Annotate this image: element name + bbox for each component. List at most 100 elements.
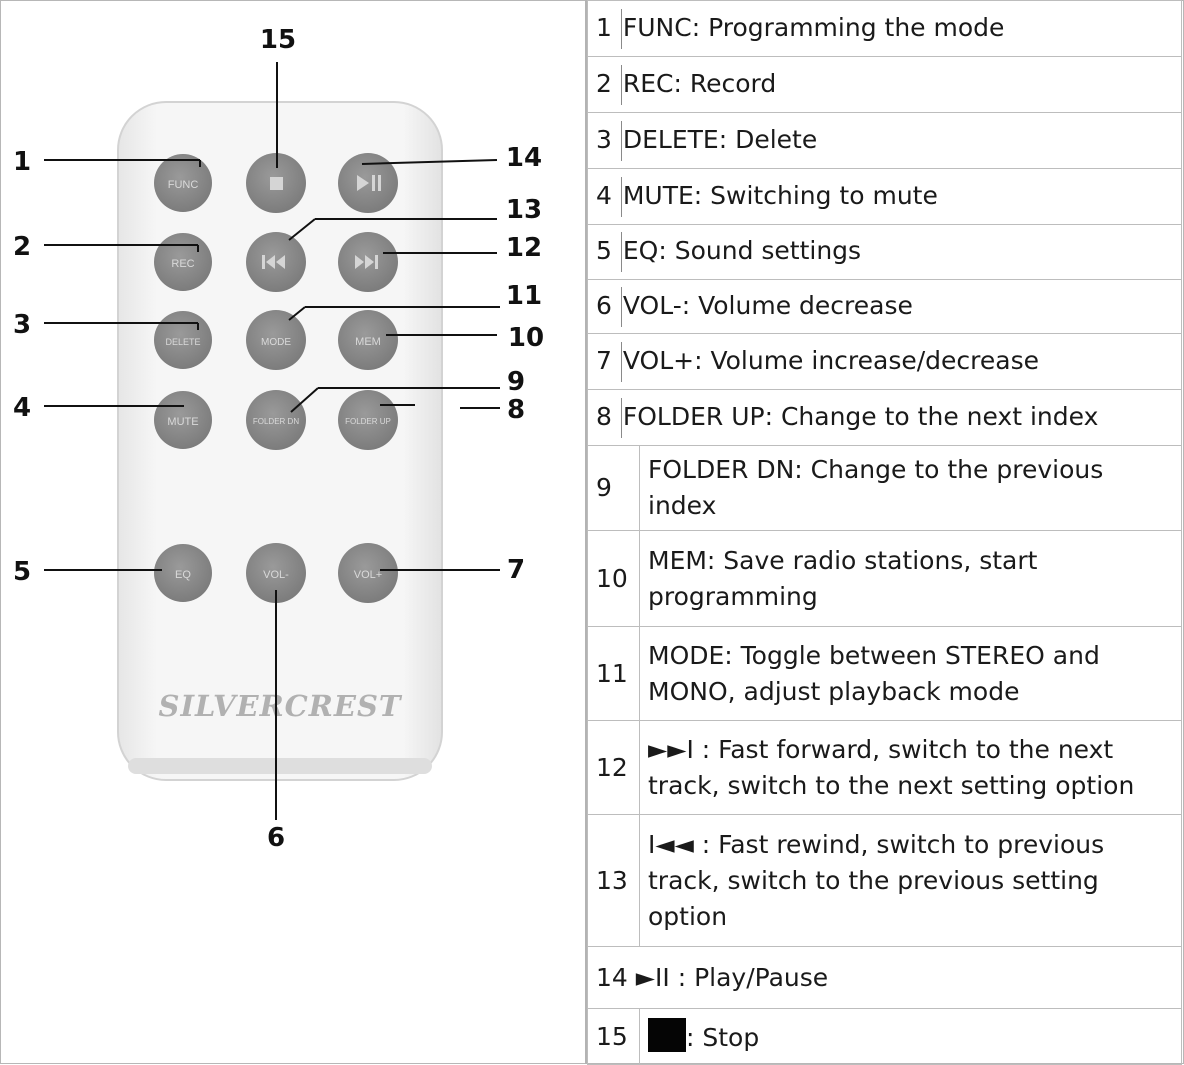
legend-number: 1 xyxy=(596,12,612,42)
legend-number: 13 xyxy=(587,814,640,947)
mem-button-label: MEM xyxy=(355,336,381,348)
previous-track-icon xyxy=(262,255,285,269)
callout-4: 4 xyxy=(13,393,31,423)
legend-row: 4 MUTE: Switching to mute xyxy=(587,168,1182,225)
legend-text: : Switching to mute xyxy=(693,180,938,210)
legend-number: 3 xyxy=(596,124,612,154)
legend-row: 15 : Stop xyxy=(587,1008,1182,1065)
legend-number: 15 xyxy=(587,1008,640,1065)
legend-row: 7 VOL+: Volume increase/decrease xyxy=(587,333,1182,390)
column-marker xyxy=(620,341,622,382)
legend-key: MUTE xyxy=(622,180,694,210)
legend-text: MODE: Toggle between STEREO and MONO, ad… xyxy=(639,626,1182,721)
play-pause-button[interactable] xyxy=(338,153,398,213)
legend-number: 4 xyxy=(596,180,612,210)
callout-5: 5 xyxy=(13,557,31,587)
previous-track-button[interactable] xyxy=(246,232,306,292)
legend-number: 5 xyxy=(596,236,612,265)
legend-row: 5 EQ: Sound settings xyxy=(587,224,1182,280)
remote-diagram: FUNC REC DELETE MODE xyxy=(0,0,585,1064)
callout-11: 11 xyxy=(506,281,542,311)
legend-text: I◄◄ : Fast rewind, switch to previous tr… xyxy=(639,814,1182,947)
leader-9a xyxy=(290,387,319,413)
legend-text: : Delete xyxy=(718,124,818,154)
column-divider xyxy=(585,0,588,1064)
button-legend-table: 1 FUNC: Programming the mode 2 REC: Reco… xyxy=(587,0,1182,1065)
remote-bottom-edge xyxy=(128,758,432,774)
folder-dn-button[interactable]: FOLDER DN xyxy=(246,390,306,450)
legend-row: 6 VOL-: Volume decrease xyxy=(587,279,1182,334)
callout-8: 8 xyxy=(507,395,525,425)
delete-button[interactable]: DELETE xyxy=(154,311,212,369)
legend-row: 13 I◄◄ : Fast rewind, switch to previous… xyxy=(587,814,1182,947)
legend-key: EQ xyxy=(622,236,659,265)
legend-key: ►II xyxy=(635,962,670,992)
callout-6: 6 xyxy=(267,823,285,853)
mode-button[interactable]: MODE xyxy=(246,310,306,370)
mute-button[interactable]: MUTE xyxy=(154,391,212,449)
callout-1: 1 xyxy=(13,147,31,177)
legend-text: : Programming the mode xyxy=(691,12,1005,42)
next-track-icon xyxy=(355,255,378,269)
legend-number: 11 xyxy=(587,626,640,721)
stop-icon xyxy=(270,177,283,190)
legend-row: 9 FOLDER DN: Change to the previous inde… xyxy=(587,445,1182,531)
silvercrest-logo: SILVERCREST xyxy=(159,689,403,723)
legend-row: 1 FUNC: Programming the mode xyxy=(587,0,1182,57)
eq-button[interactable]: EQ xyxy=(154,544,212,602)
callout-13: 13 xyxy=(506,195,542,225)
legend-cell: 5 EQ: Sound settings xyxy=(587,224,1182,280)
mem-button[interactable]: MEM xyxy=(338,310,398,370)
legend-key: VOL+ xyxy=(622,345,695,375)
callout-12: 12 xyxy=(506,233,542,263)
column-marker xyxy=(620,120,622,161)
mode-button-label: MODE xyxy=(261,337,291,348)
rec-button-label: REC xyxy=(171,258,194,270)
next-track-button[interactable] xyxy=(338,232,398,292)
legend-cell: 3 DELETE: Delete xyxy=(587,112,1182,169)
callout-10: 10 xyxy=(508,323,544,353)
remote-illustration: FUNC REC DELETE MODE xyxy=(13,25,544,853)
legend-key: DELETE xyxy=(622,124,719,154)
legend-key: FOLDER UP xyxy=(622,401,765,431)
column-marker xyxy=(620,286,622,327)
legend-number: 10 xyxy=(587,530,640,627)
callout-15: 15 xyxy=(260,25,296,55)
legend-row: 12 ►►I : Fast forward, switch to the nex… xyxy=(587,720,1182,815)
legend-cell: 2 REC: Record xyxy=(587,56,1182,113)
leader-13a xyxy=(288,218,316,241)
legend-key: VOL- xyxy=(622,290,682,320)
legend-number: 7 xyxy=(596,345,612,375)
legend-number: 9 xyxy=(587,445,640,531)
callout-9: 9 xyxy=(507,367,525,397)
legend-number: 12 xyxy=(587,720,640,815)
func-button-label: FUNC xyxy=(168,179,199,191)
eq-button-label: EQ xyxy=(175,569,191,581)
legend-text: FOLDER DN: Change to the previous index xyxy=(639,445,1182,531)
legend-key: REC xyxy=(622,68,674,98)
legend-cell: 6 VOL-: Volume decrease xyxy=(587,279,1182,334)
legend-number: 8 xyxy=(596,401,612,431)
legend-cell: 8 FOLDER UP: Change to the next index xyxy=(587,389,1182,446)
legend-text: : Play/Pause xyxy=(677,962,829,992)
folder-up-button[interactable]: FOLDER UP xyxy=(338,390,398,450)
legend-text: ►►I : Fast forward, switch to the next t… xyxy=(639,720,1182,815)
legend-cell: : Stop xyxy=(639,1008,1182,1065)
callout-3: 3 xyxy=(13,310,31,340)
legend-cell: 4 MUTE: Switching to mute xyxy=(587,168,1182,225)
legend-key: FUNC xyxy=(622,12,692,42)
stop-button[interactable] xyxy=(246,153,306,213)
column-marker xyxy=(620,176,622,217)
legend-cell: 7 VOL+: Volume increase/decrease xyxy=(587,333,1182,390)
legend-cell: 14 ►II : Play/Pause xyxy=(587,946,1182,1009)
func-button[interactable]: FUNC xyxy=(154,154,212,212)
rec-button[interactable]: REC xyxy=(154,233,212,291)
legend-cell: 1 FUNC: Programming the mode xyxy=(587,0,1182,57)
vol-minus-button[interactable]: VOL- xyxy=(246,543,306,603)
vol-plus-button[interactable]: VOL+ xyxy=(338,543,398,603)
legend-text: MEM: Save radio stations, start programm… xyxy=(639,530,1182,627)
vol-plus-button-label: VOL+ xyxy=(354,569,382,581)
folder-dn-button-label: FOLDER DN xyxy=(253,417,299,426)
vol-minus-button-label: VOL- xyxy=(263,569,289,581)
callout-14: 14 xyxy=(506,143,542,173)
